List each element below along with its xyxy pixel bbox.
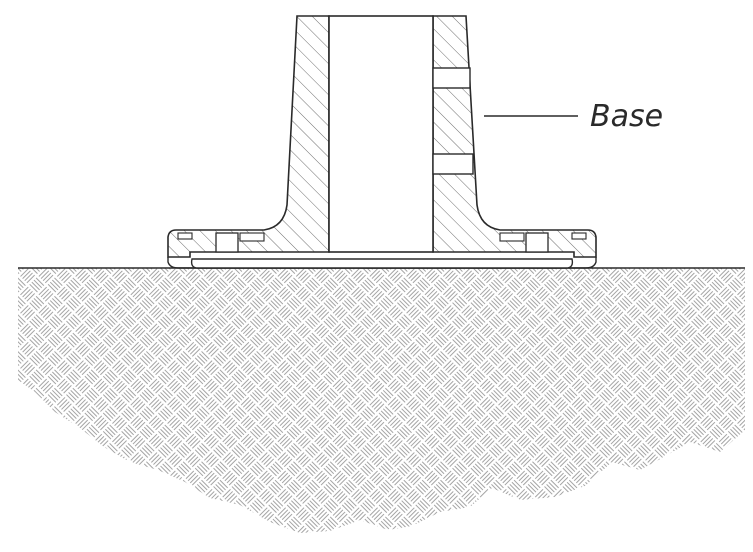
wall-opening-lower	[432, 153, 474, 175]
callout-label-base: Base	[590, 99, 663, 134]
right-flange-slot	[525, 232, 549, 253]
wall-opening-upper	[432, 67, 471, 89]
base-part-section	[167, 15, 597, 269]
inner-bore	[328, 15, 434, 253]
left-flange-slot	[215, 232, 239, 253]
bottom-seal	[190, 258, 574, 269]
ground-section	[18, 268, 745, 533]
